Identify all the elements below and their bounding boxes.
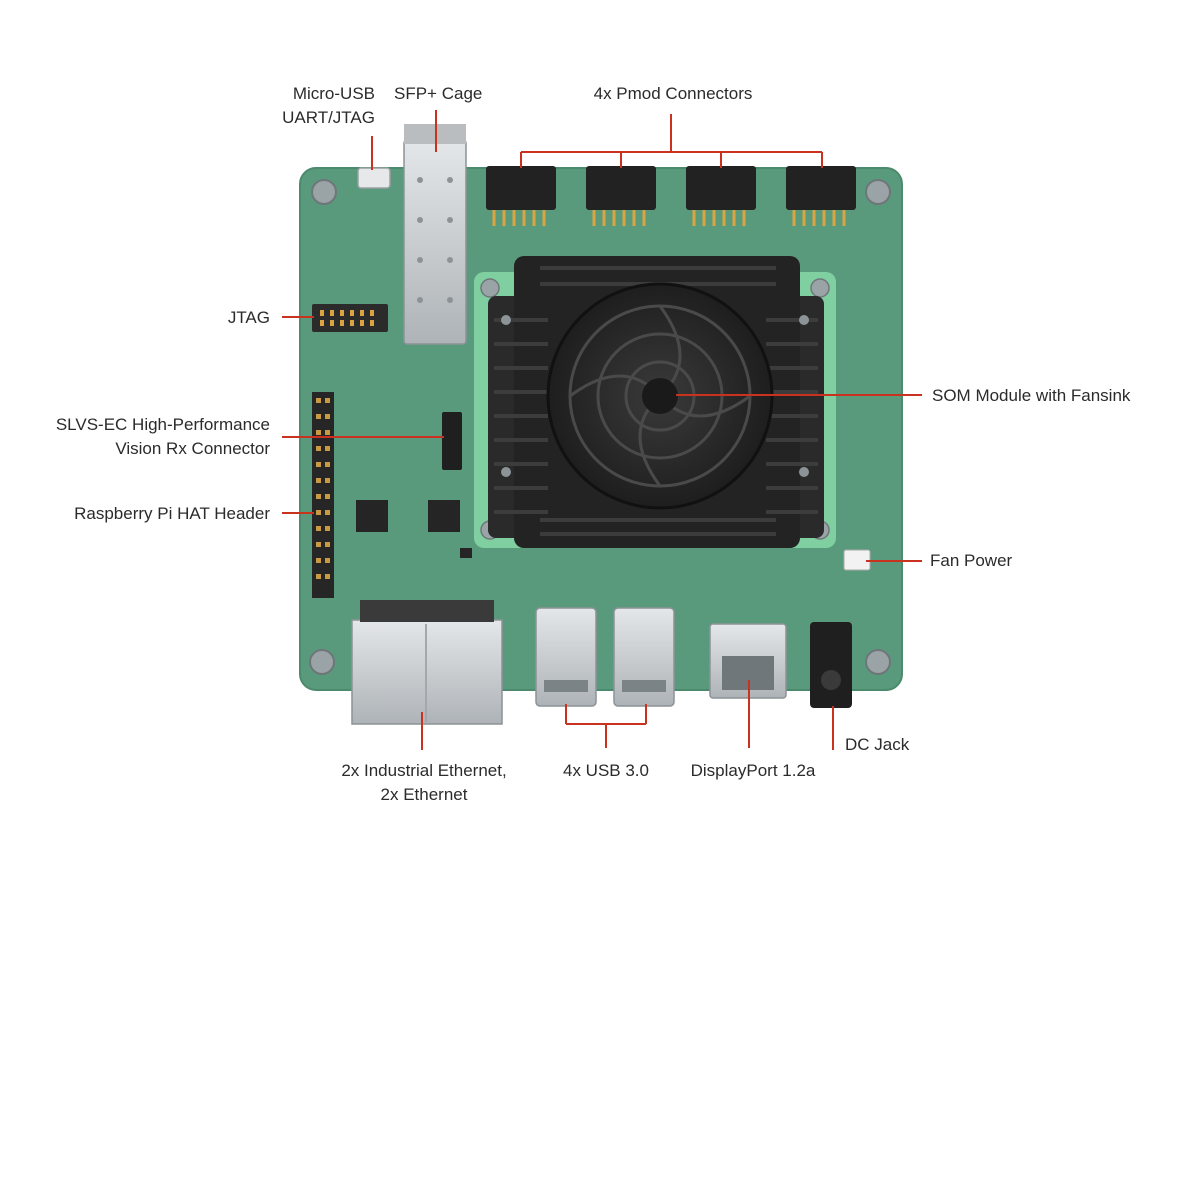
- label-sfp-cage: SFP+ Cage: [394, 84, 482, 103]
- label-slvs-line2: Vision Rx Connector: [115, 439, 270, 458]
- label-slvs-line1: SLVS-EC High-Performance: [56, 415, 270, 434]
- label-dc-jack: DC Jack: [845, 735, 910, 754]
- label-micro-usb-line2: UART/JTAG: [282, 108, 375, 127]
- label-jtag: JTAG: [228, 308, 270, 327]
- ethernet-jack: [352, 600, 502, 724]
- jtag-header: [312, 304, 388, 332]
- label-micro-usb-line1: Micro-USB: [293, 84, 375, 103]
- dc-jack: [810, 622, 852, 708]
- sfp-cage: [404, 124, 466, 344]
- label-raspberry-pi-hat: Raspberry Pi HAT Header: [74, 504, 270, 523]
- label-pmod-connectors: 4x Pmod Connectors: [594, 84, 753, 103]
- label-som-module: SOM Module with Fansink: [932, 386, 1131, 405]
- label-displayport: DisplayPort 1.2a: [691, 761, 816, 780]
- raspberry-pi-header: [312, 392, 334, 598]
- label-usb: 4x USB 3.0: [563, 761, 649, 780]
- label-ethernet-line2: 2x Ethernet: [381, 785, 468, 804]
- slvs-ec-connector: [442, 412, 462, 470]
- label-ethernet-line1: 2x Industrial Ethernet,: [341, 761, 506, 780]
- label-fan-power: Fan Power: [930, 551, 1013, 570]
- heatsink: [488, 256, 824, 548]
- micro-usb-port: [358, 168, 390, 188]
